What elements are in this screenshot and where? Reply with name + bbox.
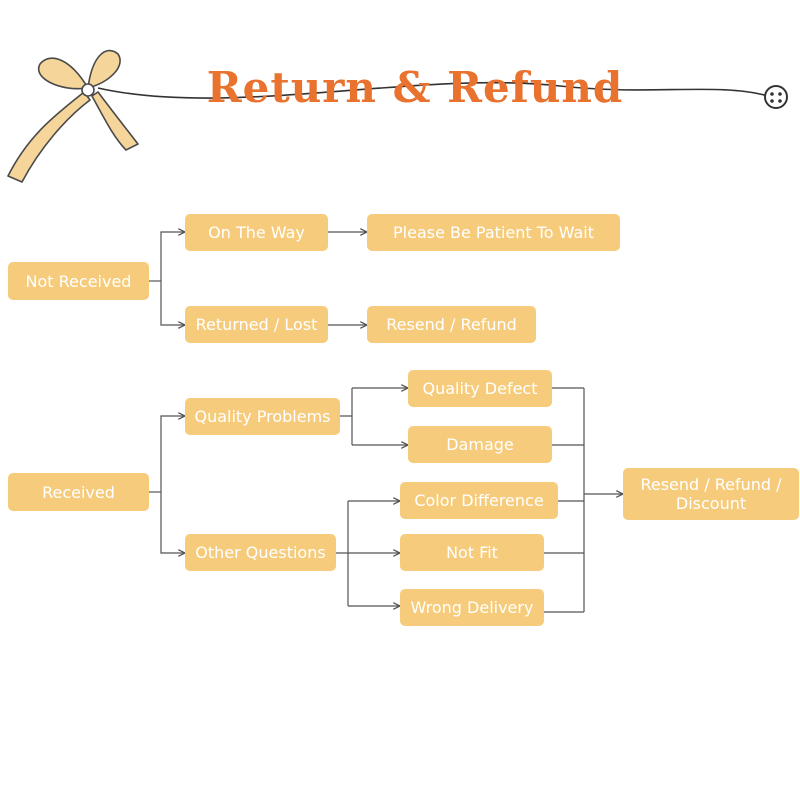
outcome-line-1: Resend / Refund / bbox=[640, 475, 782, 494]
connector-oq-trunk bbox=[336, 501, 349, 606]
connector-merge bbox=[544, 387, 585, 613]
connector-other-questions bbox=[160, 492, 185, 553]
node-received: Received bbox=[8, 473, 149, 511]
connector-returned-lost bbox=[160, 281, 185, 325]
node-returned-lost: Returned / Lost bbox=[185, 306, 328, 343]
node-please-be-patient-to-wait: Please Be Patient To Wait bbox=[367, 214, 620, 251]
node-quality-defect: Quality Defect bbox=[408, 370, 552, 407]
node-resend-refund: Resend / Refund bbox=[367, 306, 536, 343]
outcome-line-2: Discount bbox=[675, 494, 747, 513]
node-resend-refund-discount: Resend / Refund / Discount bbox=[623, 468, 799, 520]
node-other-questions: Other Questions bbox=[185, 534, 336, 571]
node-damage: Damage bbox=[408, 426, 552, 463]
connector-qp-trunk bbox=[340, 388, 353, 445]
node-on-the-way: On The Way bbox=[185, 214, 328, 251]
node-not-received: Not Received bbox=[8, 262, 149, 300]
node-color-difference: Color Difference bbox=[400, 482, 558, 519]
string-line bbox=[97, 81, 769, 99]
button-icon bbox=[764, 85, 788, 109]
ribbon-bow-icon bbox=[7, 49, 139, 183]
node-not-fit: Not Fit bbox=[400, 534, 544, 571]
node-quality-problems: Quality Problems bbox=[185, 398, 340, 435]
node-wrong-delivery: Wrong Delivery bbox=[400, 589, 544, 626]
page-title: Return & Refund bbox=[206, 63, 624, 112]
header-decoration bbox=[7, 49, 788, 183]
connector-on-the-way bbox=[160, 232, 185, 281]
connector-quality-problems bbox=[160, 416, 185, 492]
